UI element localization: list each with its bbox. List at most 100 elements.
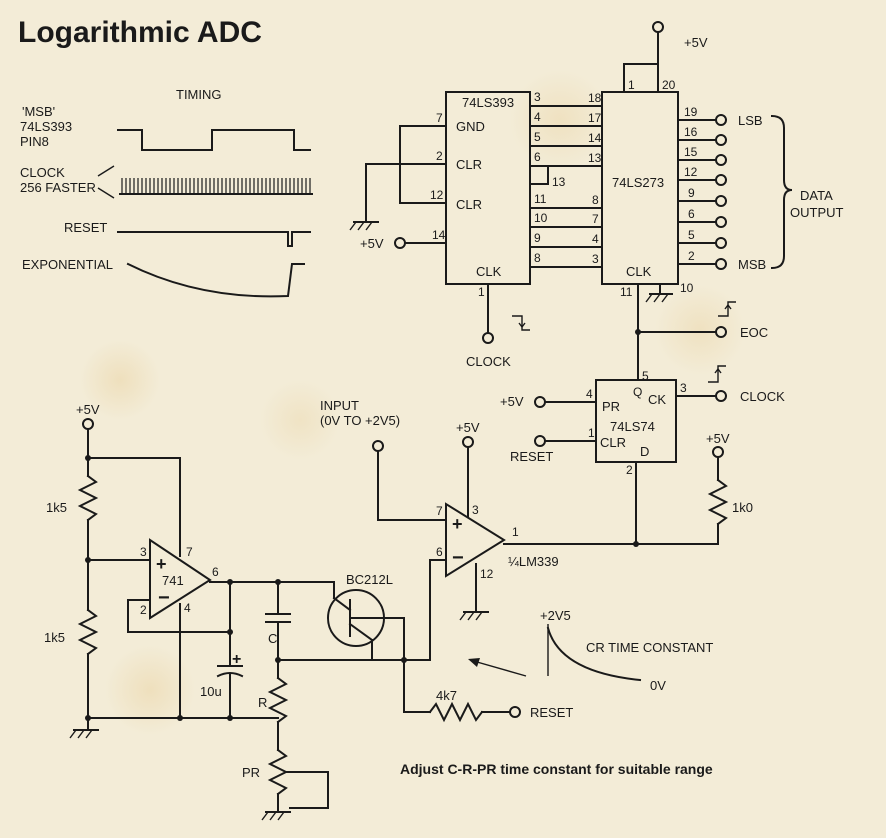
capacitor-10u: + 10u [200, 651, 244, 699]
counter-clk-label: CLK [476, 264, 502, 279]
latch-pin5: 5 [688, 228, 695, 242]
latch-pin10: 10 [680, 281, 694, 295]
ff-pr-vcc-label: +5V [500, 394, 524, 409]
cmp-pin3: 3 [472, 503, 479, 517]
cr-start-label: +2V5 [540, 608, 571, 623]
falling-edge-symbol [512, 315, 530, 331]
resistor-1k5-bottom [77, 608, 99, 656]
counter-pin11: 11 [534, 192, 547, 206]
opamp-plus: + [156, 554, 167, 574]
cr-decay-curve [546, 626, 642, 682]
output-terminal-msb [715, 258, 727, 270]
opamp-vcc-terminal [82, 418, 94, 430]
flipflop-chip-label: 74LS74 [610, 419, 655, 434]
comparator-label: ¼LM339 [508, 554, 559, 569]
output-terminal [715, 154, 727, 166]
reset-waveform [117, 231, 311, 247]
ff-reset-terminal [534, 435, 546, 447]
opamp-pin7: 7 [186, 545, 193, 559]
ground-symbol-pr [261, 811, 291, 821]
latch-74ls273: 74LS273 CLK +5V 1 20 19 16 15 12 9 6 5 2 [601, 21, 844, 303]
r1k0-label: 1k0 [732, 500, 753, 515]
cr-network: C R PR [242, 579, 405, 821]
input-label-2: (0V TO +2V5) [320, 413, 400, 428]
counter-latch-bus: 18 17 14 13 8 7 4 3 [529, 91, 603, 268]
pullup-vcc-label: +5V [706, 431, 730, 446]
ff-reset-label: RESET [510, 449, 553, 464]
msb-label: MSB [738, 257, 766, 272]
counter-chip-label: 74LS393 [462, 95, 514, 110]
eoc-terminal [715, 326, 727, 338]
latch-chip-label: 74LS273 [612, 175, 664, 190]
counter-pin1: 1 [478, 285, 485, 299]
lsb-label: LSB [738, 113, 763, 128]
counter-74ls393: 74LS393 GND CLR CLR CLK 7 2 12 +5V 14 1 … [349, 90, 566, 369]
ff-pin2: 2 [626, 463, 633, 477]
ground-symbol-counter [349, 221, 379, 231]
latch-pin13: 13 [588, 151, 602, 165]
output-terminal [715, 195, 727, 207]
latch-pin17: 17 [588, 111, 602, 125]
latch-pin12: 12 [684, 165, 698, 179]
output-terminal [715, 237, 727, 249]
opamp-pin3: 3 [140, 545, 147, 559]
latch-pin20: 20 [662, 78, 676, 92]
ff-pin5: 5 [642, 369, 649, 383]
latch-chip-body [601, 91, 679, 285]
potentiometer-pr [267, 748, 289, 796]
counter-pin14: 14 [432, 228, 446, 242]
ff-clock-label: CLOCK [740, 389, 785, 404]
latch-pin7: 7 [592, 212, 599, 226]
cr-end-label: 0V [650, 678, 666, 693]
clock-waveform [121, 178, 311, 194]
footnote: Adjust C-R-PR time constant for suitable… [400, 761, 713, 777]
counter-pin13: 13 [552, 175, 566, 189]
timing-reset-label: RESET [64, 220, 107, 235]
counter-vcc-label: +5V [360, 236, 384, 251]
transistor-label: BC212L [346, 572, 393, 587]
resistor-1k5-top [77, 474, 99, 522]
counter-pin4: 4 [534, 110, 541, 124]
latch-pin8: 8 [592, 193, 599, 207]
latch-clk-label: CLK [626, 264, 652, 279]
cap-c-label: C [268, 631, 277, 646]
ff-pin4: 4 [586, 387, 593, 401]
latch-outputs: 19 16 15 12 9 6 5 2 [677, 105, 727, 270]
cap10u-label: 10u [200, 684, 222, 699]
input-label-1: INPUT [320, 398, 359, 413]
latch-pin2: 2 [688, 249, 695, 263]
timing-heading: TIMING [176, 87, 222, 102]
resistor-4k7-zigzag [428, 701, 484, 723]
latch-pin11: 11 [620, 285, 633, 299]
r1k5-top-label: 1k5 [46, 500, 67, 515]
latch-pin16: 16 [684, 125, 698, 139]
counter-clr1-label: CLR [456, 157, 482, 172]
reset-terminal [509, 706, 521, 718]
msb-waveform [117, 129, 311, 151]
ground-symbol-opamp [69, 729, 99, 739]
latch-pin3: 3 [592, 252, 599, 266]
output-terminal [715, 216, 727, 228]
ff-q-label: Q [633, 385, 642, 399]
r1k5-bottom-label: 1k5 [44, 630, 65, 645]
counter-clr2-label: CLR [456, 197, 482, 212]
clock-input-label: CLOCK [466, 354, 511, 369]
opamp-pin6: 6 [212, 565, 219, 579]
ff-clock-terminal [715, 390, 727, 402]
counter-vcc-terminal [394, 237, 406, 249]
ff-pr-vcc-terminal [534, 396, 546, 408]
pullup-vcc-terminal [712, 446, 724, 458]
cr-pointer-arrow [469, 659, 527, 677]
clock-arrow-down [97, 187, 115, 199]
eoc-label: EOC [740, 325, 768, 340]
timing-clock-label-2: 256 FASTER [20, 180, 96, 195]
output-terminal [715, 134, 727, 146]
eoc-net: EOC [635, 283, 768, 381]
flipflop-74ls74: Q 5 PR CK 74LS74 CLR D +5V 4 1 RESET 3 C… [500, 365, 785, 545]
latch-vcc-label: +5V [684, 35, 708, 50]
timing-diagram: TIMING 'MSB' 74LS393 PIN8 CLOCK 256 FAST… [20, 87, 313, 298]
cmp-vcc-label: +5V [456, 420, 480, 435]
pot-pr-label: PR [242, 765, 260, 780]
cmp-pin12: 12 [480, 567, 494, 581]
